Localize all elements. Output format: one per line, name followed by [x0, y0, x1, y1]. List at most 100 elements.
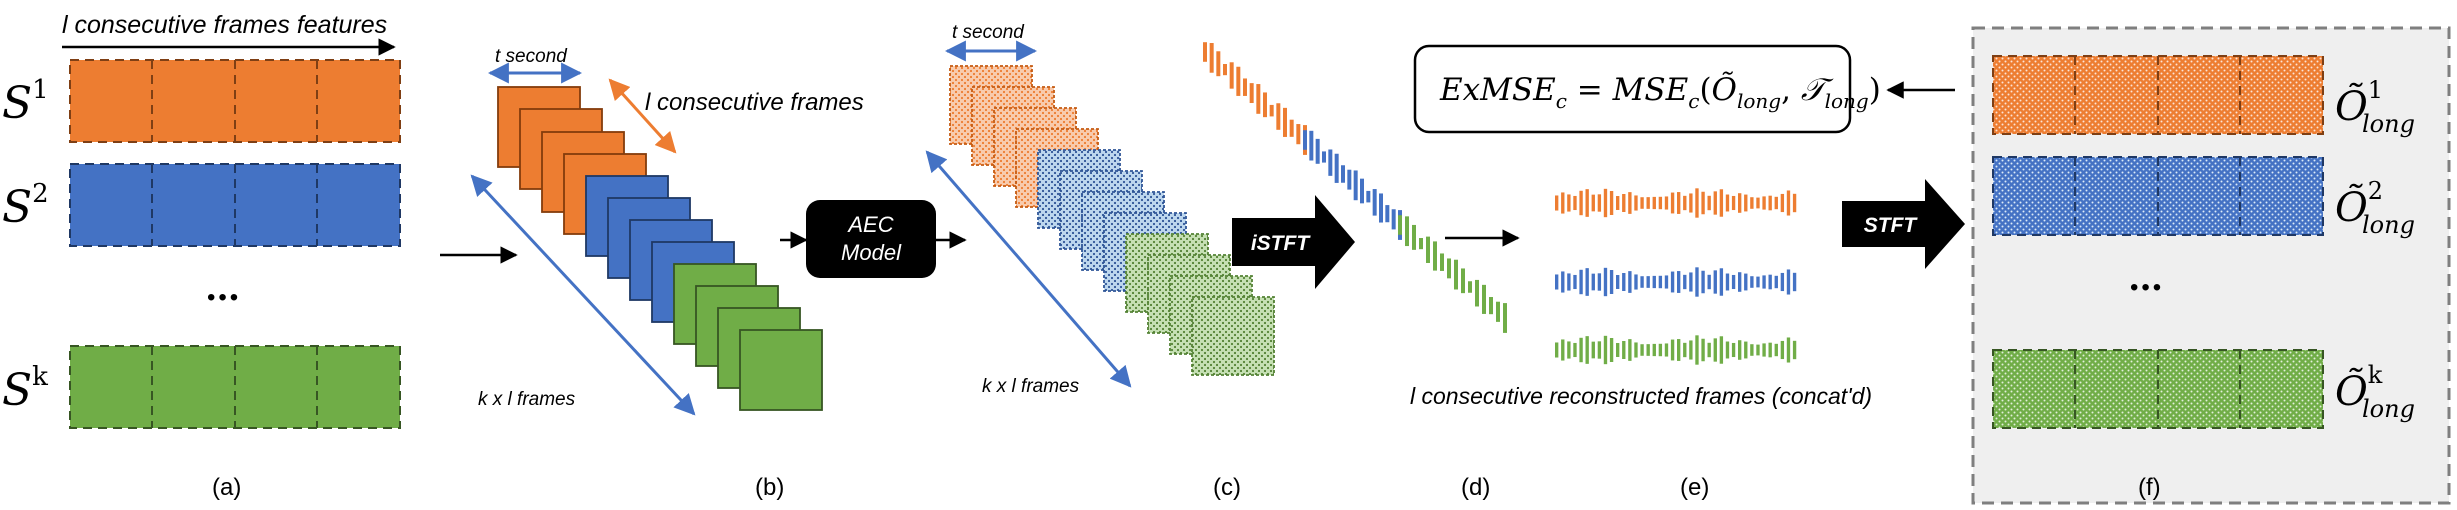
diagonal-waveform-bar [1379, 193, 1383, 223]
waveform-bar [1609, 338, 1614, 362]
waveform-bar [1731, 342, 1736, 358]
stft-block-arrow: STFT [1842, 179, 1965, 269]
waveform-bar [1634, 274, 1638, 290]
waveform-bar [1609, 270, 1614, 294]
aec-model-line1: AEC [846, 212, 893, 237]
diagonal-waveform-bar [1440, 253, 1444, 271]
waveform-bar [1725, 341, 1730, 359]
waveform-bar [1774, 196, 1778, 210]
waveform-bar [1670, 192, 1675, 214]
waveform-bar [1597, 194, 1602, 212]
diagonal-waveform-bar [1454, 259, 1458, 290]
waveform-bar [1738, 272, 1742, 292]
waveform-bar [1640, 197, 1644, 209]
waveform-bar [1555, 342, 1559, 358]
waveform-bar [1646, 197, 1650, 209]
waveform-bar [1561, 192, 1565, 214]
b-kxl-label: k x l frames [478, 389, 576, 410]
waveform-bar [1695, 267, 1699, 297]
diagonal-waveform-bar [1229, 62, 1234, 89]
waveform-bar [1713, 270, 1717, 294]
diagonal-waveform-bar [1303, 130, 1307, 150]
frames-features-label: l consecutive frames features [62, 11, 387, 39]
e-waveform-green [1555, 335, 1797, 365]
panel-c: t second k x l frames (c) [925, 22, 1275, 501]
waveform-bar [1683, 342, 1687, 358]
diagonal-waveform-bar [1289, 119, 1294, 137]
diagonal-waveform-bar [1468, 281, 1472, 293]
diagonal-waveform-bar [1412, 224, 1416, 250]
diagonal-waveform-bar [1341, 165, 1345, 183]
waveform-bar [1768, 274, 1772, 290]
waveform-bar [1646, 276, 1650, 288]
waveform-bar [1579, 190, 1583, 216]
feature-row-s2 [69, 163, 401, 247]
waveform-bar [1719, 336, 1724, 364]
waveform-bar [1652, 343, 1656, 357]
diagonal-waveform-bar [1347, 169, 1352, 190]
diagonal-waveform-bar [1447, 258, 1451, 279]
waveform-bar [1738, 340, 1742, 360]
d-diagonal-waveform [1203, 42, 1507, 333]
waveform-bar [1725, 273, 1730, 291]
c-t-second-label: t second [952, 22, 1025, 43]
row-label-sk: Sk [2, 362, 48, 416]
waveform-bar [1731, 195, 1736, 211]
row-label-s1: S1 [2, 75, 49, 129]
diagonal-waveform-bar [1503, 303, 1507, 333]
diagonal-waveform-bar [1391, 209, 1396, 230]
waveform-bar [1677, 339, 1681, 361]
exmse-formula-box: ExMSEc = MSEc(Õlong, 𝒯long) [1413, 44, 1881, 134]
waveform-bar [1774, 343, 1778, 357]
caption-e: (e) [1680, 474, 1709, 501]
waveform-bar [1573, 274, 1577, 290]
waveform-bar [1792, 340, 1797, 360]
waveform-bar [1768, 342, 1772, 358]
waveform-bar [1768, 195, 1772, 211]
waveform-bar [1786, 269, 1791, 295]
waveform-bar [1652, 275, 1656, 289]
waveform-bar [1622, 272, 1626, 292]
waveform-bar [1567, 194, 1571, 212]
diagonal-waveform-bar [1475, 279, 1479, 307]
waveform-bar [1695, 335, 1699, 365]
waveform-bar [1634, 195, 1638, 211]
diagonal-waveform-bar [1243, 78, 1247, 96]
waveform-bar [1622, 193, 1626, 213]
waveform-bar [1567, 341, 1571, 359]
waveform-bar [1561, 271, 1565, 293]
waveform-bar [1695, 188, 1699, 218]
waveform-bar [1567, 273, 1571, 291]
waveform-bar [1683, 274, 1687, 290]
f-row-1 [1992, 55, 2324, 135]
diagonal-waveform-bar [1353, 170, 1358, 201]
c-frame-stack [949, 65, 1275, 376]
waveform-bar [1634, 342, 1638, 358]
waveform-bar [1762, 343, 1766, 357]
waveform-bar [1744, 341, 1748, 359]
waveform-bar [1628, 271, 1632, 293]
waveform-bar [1573, 195, 1577, 211]
waveform-bar [1762, 275, 1766, 289]
waveform-bar [1725, 194, 1730, 212]
feature-row-s1 [69, 59, 401, 143]
aec-model-line2: Model [841, 240, 902, 265]
stft-label: STFT [1864, 214, 1919, 237]
diagonal-waveform-bar [1372, 189, 1377, 216]
diagonal-waveform-bar [1203, 42, 1207, 62]
c-kxl-label: k x l frames [982, 376, 1080, 397]
waveform-bar [1780, 193, 1785, 213]
waveform-bar [1744, 273, 1748, 291]
diagonal-waveform-bar [1269, 104, 1274, 117]
waveform-bar [1573, 342, 1577, 358]
e-reconstructed-label: l consecutive reconstructed frames (conc… [1410, 383, 1872, 409]
panel-e: l consecutive reconstructed frames (conc… [1410, 188, 1872, 501]
diagonal-waveform-bar [1496, 301, 1500, 322]
waveform-bar [1585, 268, 1589, 296]
waveform-bar [1658, 275, 1663, 289]
waveform-bar [1658, 196, 1663, 210]
exmse-formula: ExMSEc = MSEc(Õlong, 𝒯long) [1439, 70, 1881, 113]
diagonal-waveform-bar [1489, 297, 1493, 315]
waveform-bar [1750, 276, 1754, 288]
